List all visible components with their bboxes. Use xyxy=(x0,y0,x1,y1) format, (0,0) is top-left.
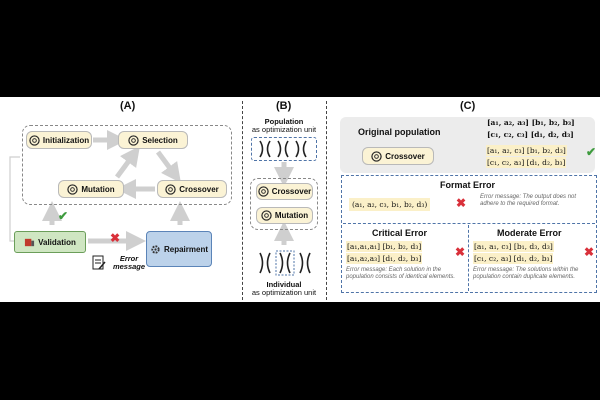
panel-c-label: (C) xyxy=(460,100,476,112)
error-message-label: Error message xyxy=(112,254,146,271)
cross-icon: ✖ xyxy=(110,231,121,245)
repairment-box: Repairment xyxy=(146,231,212,267)
individual-subtitle: as optimization unit xyxy=(251,288,317,297)
critical-row-1: [a₁,a₁,a₁] [b₁, b₂, d₃] xyxy=(346,241,423,252)
new-row-2: [c₁, c₂, a₃] [d₁, d₂, b₃] xyxy=(486,157,567,168)
openai-icon xyxy=(371,150,382,162)
openai-icon xyxy=(261,210,272,221)
mutation-box-b: Mutation xyxy=(256,207,313,224)
original-row-1: [a₁, a₂, a₃] [b₁, b₂, b₃] xyxy=(487,118,575,127)
check-icon: ✔ xyxy=(586,145,597,159)
chromosome-icon xyxy=(259,140,307,158)
arrow-feedback-line xyxy=(9,156,20,242)
arrow-layer xyxy=(9,130,294,251)
moderate-error-message: Error message: The solutions within the … xyxy=(473,267,579,280)
check-icon: ✔ xyxy=(58,209,69,223)
moderate-row-2: [c₁, c₂, a₃] [d₁, d₂, b₃] xyxy=(473,253,554,264)
population-subtitle: as optimization unit xyxy=(251,125,317,134)
openai-icon xyxy=(29,134,40,146)
repairment-label: Repairment xyxy=(163,244,208,254)
initialization-label: Initialization xyxy=(42,135,90,145)
cross-icon: ✖ xyxy=(455,245,466,259)
selection-label: Selection xyxy=(142,135,178,145)
cross-icon: ✖ xyxy=(456,196,467,210)
mutation-box: Mutation xyxy=(58,180,124,198)
openai-icon xyxy=(67,183,79,195)
error-types-frame xyxy=(341,175,597,293)
format-error-title: Format Error xyxy=(440,180,496,190)
arrow-selection-crossover xyxy=(155,150,181,184)
individual-title: Individual xyxy=(266,280,302,289)
original-population-title: Original population xyxy=(358,127,441,137)
document-pen-icon xyxy=(92,255,106,270)
crossover-label-b: Crossover xyxy=(271,187,312,196)
validation-label: Validation xyxy=(38,237,76,247)
panel-b-label: (B) xyxy=(276,100,292,112)
error-divider-v xyxy=(468,225,469,291)
validator-icon xyxy=(25,238,35,246)
separator-bc xyxy=(326,101,327,300)
new-row-1: [a₁, a₂, c₃] [b₁, b₂, d₃] xyxy=(486,145,567,156)
population-title: Population xyxy=(264,117,304,126)
crossover-label-c: Crossover xyxy=(385,151,425,161)
panel-a-label: (A) xyxy=(120,100,136,112)
selection-box: Selection xyxy=(118,131,188,149)
original-row-2: [c₁, c₂, c₃] [d₁, d₂, d₃] xyxy=(487,130,574,139)
cross-icon: ✖ xyxy=(584,245,595,259)
validation-box: Validation xyxy=(14,231,86,253)
crossover-box-b: Crossover xyxy=(256,183,313,200)
gear-icon xyxy=(151,244,160,254)
critical-error-title: Critical Error xyxy=(372,228,428,238)
crossover-label: Crossover xyxy=(179,184,219,194)
figure-canvas: (A) Initialization Selection Mutation Cr… xyxy=(0,97,600,302)
population-caption: Population as optimization unit xyxy=(246,118,322,134)
arrow-mutation-selection xyxy=(114,145,140,179)
error-divider-h xyxy=(343,223,595,224)
format-error-value: (a₁, a₂, c₃, b₁, b₂, d₃) xyxy=(349,198,431,211)
population-frame xyxy=(251,137,317,161)
separator-ab xyxy=(242,101,243,300)
format-error-message: Error message: The output does not adher… xyxy=(480,194,577,207)
mutation-label-b: Mutation xyxy=(274,211,309,220)
critical-error-message: Error message: Each solution in the popu… xyxy=(346,267,456,280)
panel-b-ops-frame xyxy=(250,178,318,230)
moderate-error-title: Moderate Error xyxy=(497,228,562,238)
chromosome-icon xyxy=(259,250,311,276)
initialization-box: Initialization xyxy=(26,131,92,149)
crossover-box-c: Crossover xyxy=(362,147,434,165)
mutation-label: Mutation xyxy=(81,184,115,194)
openai-icon xyxy=(128,134,139,146)
openai-icon xyxy=(258,186,269,197)
crossover-box: Crossover xyxy=(157,180,227,198)
openai-icon xyxy=(165,183,176,195)
critical-row-2: [a₁,a₂,a₃] [d₁, d₂, b₃] xyxy=(346,253,423,264)
moderate-row-1: [a₁, a₁, c₃] [b₁, d₃, d₃] xyxy=(473,241,554,252)
individual-caption: Individual as optimization unit xyxy=(246,281,322,297)
panel-a-loop-frame xyxy=(22,125,232,205)
